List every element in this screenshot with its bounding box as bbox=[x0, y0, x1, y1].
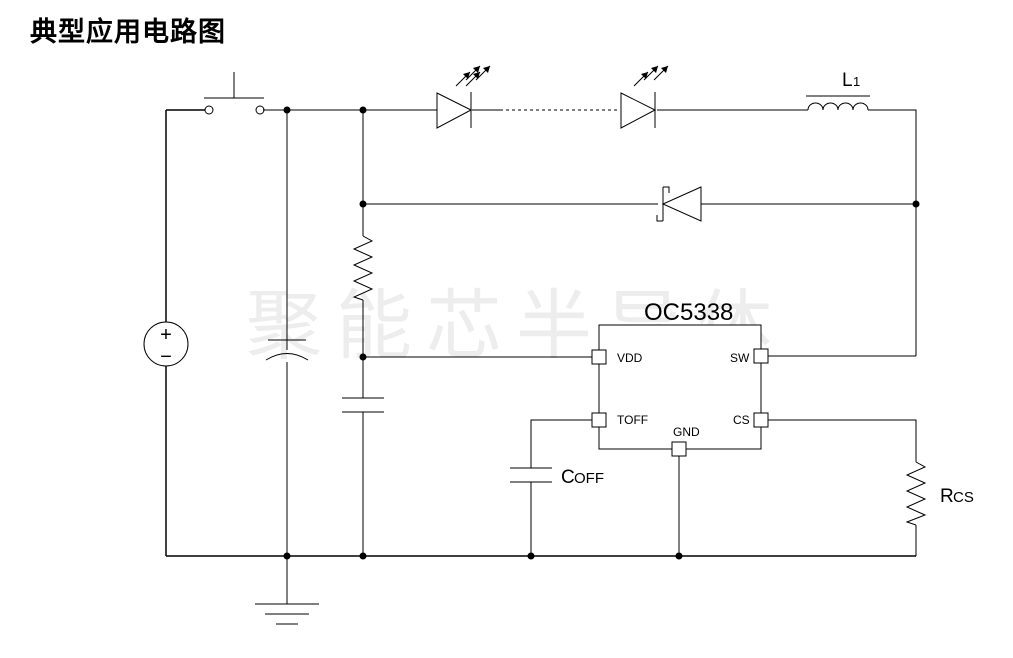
page-title: 典型应用电路图 bbox=[30, 17, 226, 48]
pin-sw-label: SW bbox=[730, 351, 750, 365]
coff-label: C bbox=[561, 467, 575, 488]
junction-dots bbox=[283, 106, 920, 560]
input-capacitor bbox=[265, 339, 309, 361]
pin-cs-label: CS bbox=[733, 413, 750, 427]
inductor-label: L bbox=[842, 70, 853, 91]
schottky-diode bbox=[656, 186, 702, 222]
led-2 bbox=[620, 65, 669, 129]
vdd-capacitor bbox=[342, 397, 384, 413]
inductor-label-sub: 1 bbox=[853, 74, 860, 89]
ic-oc5338 bbox=[591, 324, 769, 457]
resistor-top bbox=[352, 235, 374, 301]
rcs-resistor bbox=[905, 461, 927, 526]
push-switch bbox=[204, 72, 265, 115]
pin-toff-label: TOFF bbox=[617, 413, 648, 427]
voltage-source: + − bbox=[143, 310, 189, 378]
coff-capacitor bbox=[510, 467, 552, 483]
plus-symbol: + bbox=[160, 324, 172, 346]
wires bbox=[165, 109, 917, 604]
ground-symbol bbox=[255, 603, 319, 625]
rcs-label-sub: CS bbox=[953, 489, 974, 506]
pin-vdd-label: VDD bbox=[617, 351, 643, 365]
inductor-l1 bbox=[806, 95, 870, 111]
rcs-label: R bbox=[940, 486, 954, 507]
pin-gnd-label: GND bbox=[673, 425, 700, 439]
led-1 bbox=[432, 65, 491, 129]
chip-name: OC5338 bbox=[644, 299, 733, 326]
minus-symbol: − bbox=[160, 346, 172, 368]
coff-label-sub: OFF bbox=[574, 470, 604, 487]
